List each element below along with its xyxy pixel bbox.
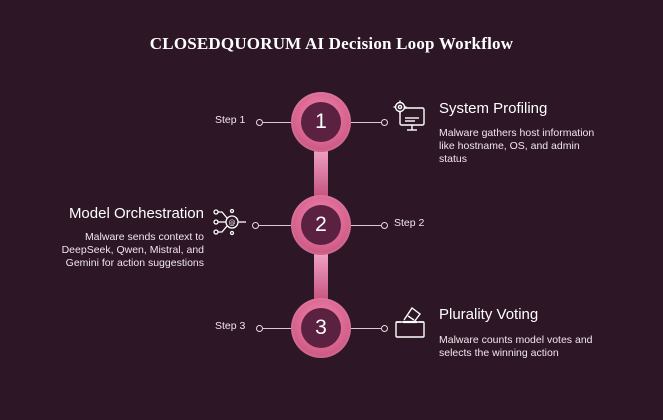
step-3-number: 3 — [301, 308, 341, 348]
step-1-circle: 1 — [291, 92, 351, 152]
system-settings-icon — [393, 100, 425, 131]
step-1-heading: System Profiling — [439, 100, 548, 117]
step-2-description-line: Gemini for action suggestions — [65, 257, 204, 269]
step-2-circle: 2 — [291, 195, 351, 255]
step-2-right-line — [351, 225, 381, 226]
step-3-description-line: selects the winning action — [439, 347, 559, 359]
diagram-title: CLOSEDQUORUM AI Decision Loop Workflow — [149, 34, 514, 53]
ballot-box-icon — [395, 306, 425, 338]
step-3-left-line — [262, 328, 291, 329]
connector-1-2 — [314, 150, 328, 200]
ai-network-icon: @ — [213, 208, 246, 236]
step-2-number: 2 — [301, 205, 341, 245]
step-2-heading: Model Orchestration — [68, 205, 204, 222]
step-2-description: Malware sends context to DeepSeek, Qwen,… — [62, 231, 204, 270]
step-1-right-line — [351, 122, 381, 123]
step-1-description: Malware gathers host information like ho… — [439, 127, 594, 166]
step-1-label: Step 1 — [215, 114, 246, 126]
step-1-left-line — [262, 122, 291, 123]
step-2-description-line: DeepSeek, Qwen, Mistral, and — [61, 244, 204, 256]
step-3-description: Malware counts model votes and selects t… — [439, 334, 593, 360]
step-2-right-dot — [381, 222, 388, 229]
step-1-right-dot — [381, 119, 388, 126]
step-2-label: Step 2 — [394, 217, 425, 229]
step-2-left-dot — [252, 222, 259, 229]
step-2-left-line — [258, 225, 291, 226]
step-3-label: Step 3 — [215, 320, 246, 332]
step-3-right-dot — [381, 325, 388, 332]
step-2-description-line: Malware sends context to — [84, 231, 204, 243]
step-1-number: 1 — [301, 102, 341, 142]
step-1-description-line: status — [439, 153, 468, 165]
step-1-description-line: Malware gathers host information — [439, 127, 595, 139]
step-3-description-line: Malware counts model votes and — [439, 334, 593, 346]
svg-text:@: @ — [229, 219, 236, 227]
step-3-circle: 3 — [291, 298, 351, 358]
connector-2-3 — [314, 254, 328, 304]
step-1-description-line: like hostname, OS, and admin — [439, 140, 580, 152]
step-3-heading: Plurality Voting — [439, 306, 539, 323]
step-3-right-line — [351, 328, 381, 329]
